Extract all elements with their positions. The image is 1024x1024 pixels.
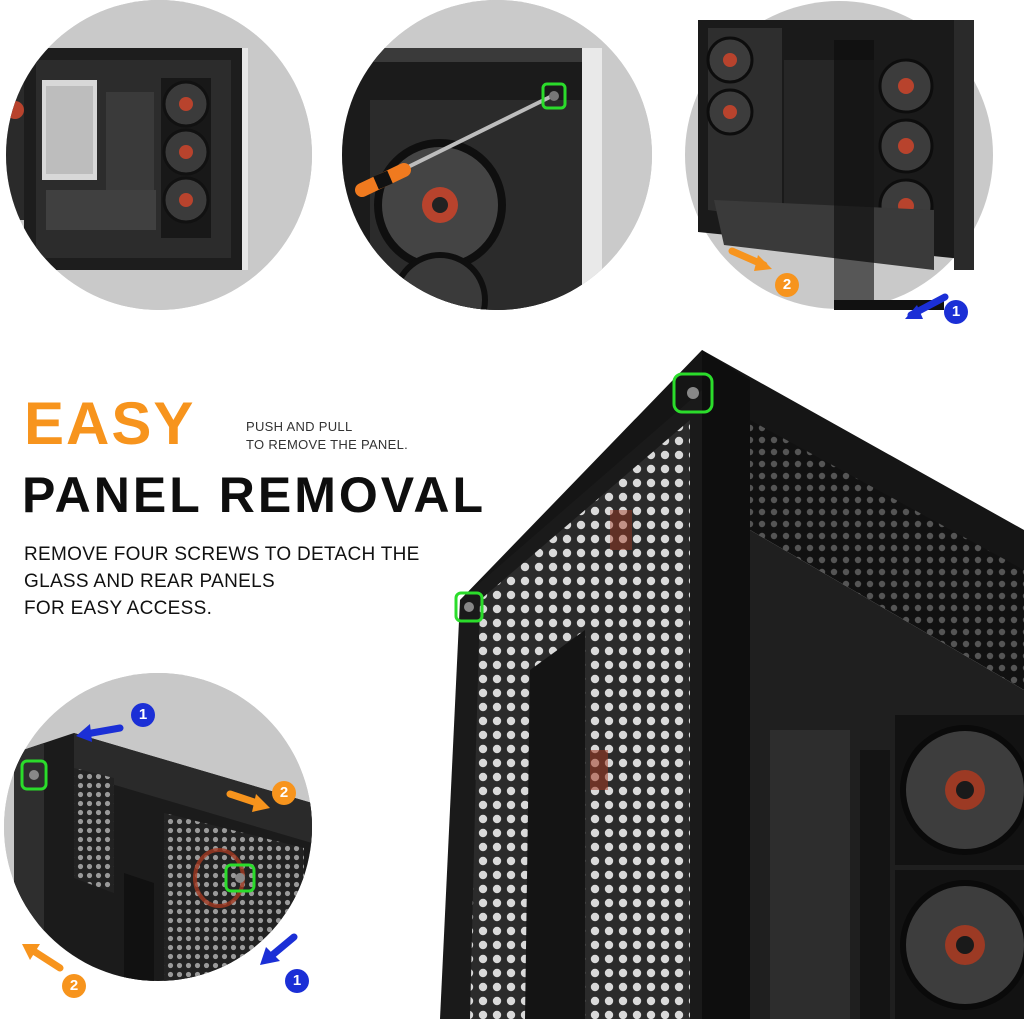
screw-highlight-icon bbox=[20, 759, 48, 791]
screw-highlight-icon bbox=[224, 863, 256, 893]
screwdriver-illustration bbox=[342, 0, 652, 310]
headline-main: PANEL REMOVAL bbox=[22, 467, 487, 523]
step-badge-one: 1 bbox=[285, 969, 309, 993]
detail-circle-screwdriver bbox=[342, 0, 652, 310]
screw-highlight-icon bbox=[454, 591, 484, 623]
headline-accent: EASY bbox=[24, 390, 196, 457]
screw-highlight-icon bbox=[672, 372, 714, 414]
push-arrow-icon bbox=[74, 718, 124, 749]
step-badge-two: 2 bbox=[272, 781, 296, 805]
push-pull-hint: PUSH AND PULL TO REMOVE THE PANEL. bbox=[246, 418, 408, 454]
hint-line-1: PUSH AND PULL bbox=[246, 419, 353, 434]
case-fan-icon bbox=[162, 80, 210, 224]
case-fan-icon bbox=[706, 36, 934, 234]
rear-panel-illustration bbox=[4, 673, 312, 981]
case-fan-icon bbox=[895, 715, 1024, 1019]
case-overview-illustration bbox=[685, 1, 993, 318]
screw-highlight-icon bbox=[541, 82, 567, 110]
pull-arrow-icon bbox=[18, 940, 64, 979]
description: REMOVE FOUR SCREWS TO DETACH THE GLASS A… bbox=[24, 541, 484, 622]
detail-circle-rear-panel bbox=[4, 673, 312, 981]
step-badge-two: 2 bbox=[775, 273, 799, 297]
description-line-2: GLASS AND REAR PANELS bbox=[24, 571, 275, 592]
detail-circle-case-overview bbox=[684, 0, 994, 318]
step-badge-one: 1 bbox=[944, 300, 968, 324]
step-badge-one: 1 bbox=[131, 703, 155, 727]
screwdriver-icon bbox=[355, 94, 553, 197]
push-arrow-icon bbox=[903, 293, 949, 328]
push-arrow-icon bbox=[258, 933, 298, 974]
pull-arrow-icon bbox=[226, 788, 272, 819]
step-badge-two: 2 bbox=[62, 974, 86, 998]
detail-circle-interior bbox=[6, 0, 312, 310]
pull-arrow-icon bbox=[728, 245, 774, 280]
main-case-illustration bbox=[420, 350, 1024, 1019]
description-line-1: REMOVE FOUR SCREWS TO DETACH THE bbox=[24, 544, 420, 565]
case-interior-illustration bbox=[6, 0, 312, 310]
hint-line-2: TO REMOVE THE PANEL. bbox=[246, 437, 409, 452]
description-line-3: FOR EASY ACCESS. bbox=[24, 598, 213, 619]
